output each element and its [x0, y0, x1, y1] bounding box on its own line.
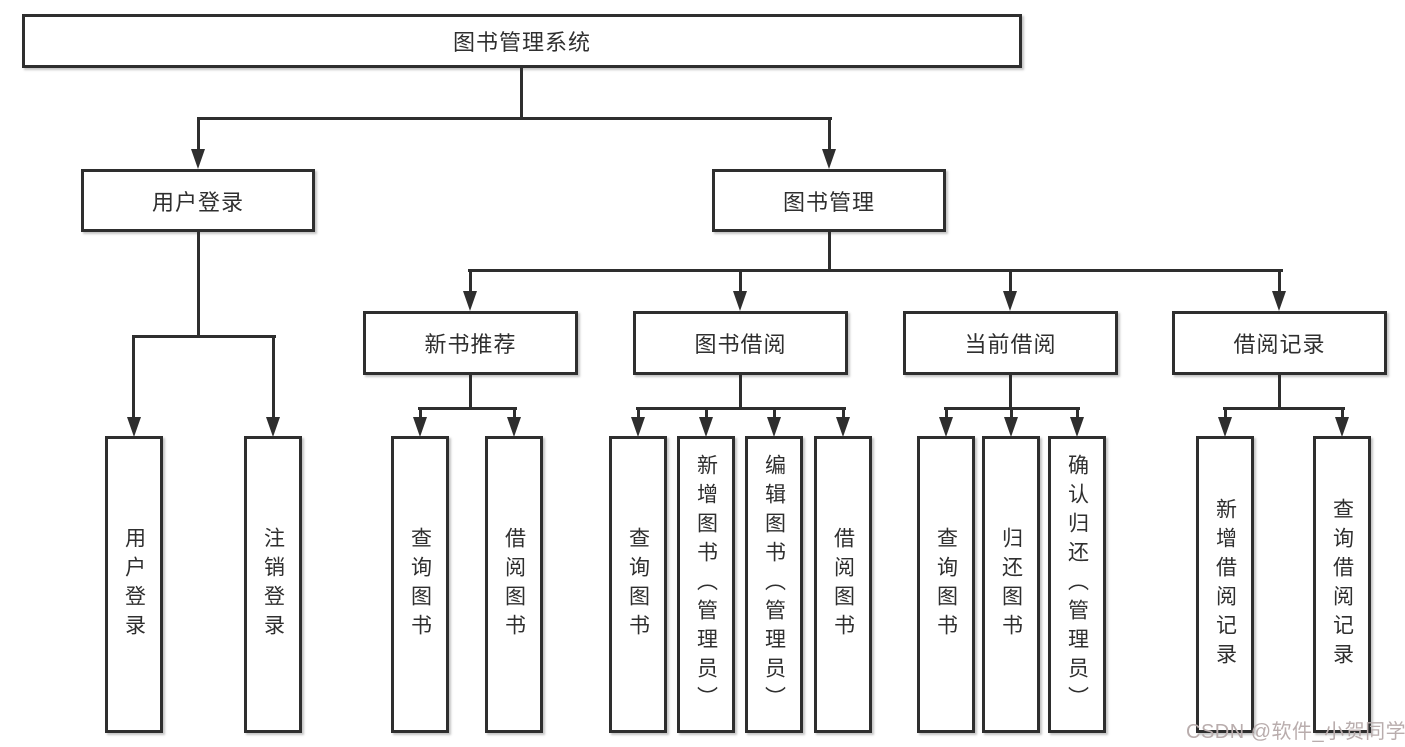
connector-vline [945, 407, 948, 419]
leaf-query-borrow-record: 查询借阅记录 [1313, 436, 1371, 733]
node-book-borrow: 图书借阅 [633, 311, 848, 375]
connector-hline [1223, 407, 1345, 410]
leaf-borrow-query-books-label: 查询图书 [626, 526, 650, 643]
arrow-down-icon [822, 149, 836, 169]
connector-hline [418, 407, 517, 410]
leaf-add-books-admin-label: 新增图书（管理员） [694, 454, 718, 715]
connector-hline [132, 335, 276, 338]
node-current-borrow-label: 当前借阅 [964, 332, 1057, 357]
node-new-book-recommend-label: 新书推荐 [424, 332, 517, 357]
node-current-borrow: 当前借阅 [903, 311, 1118, 375]
leaf-borrow-borrow-books-label: 借阅图书 [831, 526, 855, 643]
leaf-logout-label: 注销登录 [261, 526, 285, 643]
leaf-recommend-query-books-label: 查询图书 [408, 526, 432, 643]
leaf-add-borrow-record: 新增借阅记录 [1196, 436, 1254, 733]
arrow-down-icon [631, 417, 645, 437]
connector-vline [842, 407, 845, 419]
leaf-current-query-books-label: 查询图书 [934, 526, 958, 643]
connector-vline [513, 407, 516, 419]
arrow-down-icon [733, 291, 747, 311]
leaf-add-borrow-record-label: 新增借阅记录 [1213, 497, 1237, 672]
connector-vline [739, 375, 742, 410]
watermark: CSDN @软件_小贺同学 [1186, 721, 1405, 743]
connector-vline [1010, 407, 1013, 419]
leaf-current-query-books: 查询图书 [917, 436, 975, 733]
connector-vline [637, 407, 640, 419]
connector-vline [197, 117, 200, 149]
leaf-logout: 注销登录 [244, 436, 302, 733]
connector-vline [1224, 407, 1227, 419]
leaf-user-login: 用户登录 [105, 436, 163, 733]
connector-vline [705, 407, 708, 419]
connector-vline [1009, 269, 1012, 293]
leaf-user-login-label: 用户登录 [122, 526, 146, 643]
arrow-down-icon [699, 417, 713, 437]
leaf-add-books-admin: 新增图书（管理员） [677, 436, 735, 733]
arrow-down-icon [767, 417, 781, 437]
leaf-borrow-borrow-books: 借阅图书 [814, 436, 872, 733]
connector-vline [739, 269, 742, 293]
arrow-down-icon [1004, 417, 1018, 437]
node-user-login: 用户登录 [81, 169, 315, 232]
leaf-confirm-return-admin: 确认归还（管理员） [1048, 436, 1106, 733]
connector-vline [132, 335, 135, 420]
connector-vline [1278, 375, 1281, 410]
node-root-label: 图书管理系统 [452, 30, 591, 55]
arrow-down-icon [507, 417, 521, 437]
arrow-down-icon [127, 417, 141, 437]
arrow-down-icon [463, 291, 477, 311]
leaf-recommend-borrow-books-label: 借阅图书 [502, 526, 526, 643]
node-user-login-label: 用户登录 [151, 189, 244, 215]
connector-hline [197, 117, 832, 120]
connector-vline [1278, 269, 1281, 293]
arrow-down-icon [1003, 291, 1017, 311]
leaf-return-books-label: 归还图书 [999, 526, 1023, 643]
connector-hline [468, 269, 1283, 272]
leaf-edit-books-admin: 编辑图书（管理员） [745, 436, 803, 733]
connector-vline [1341, 407, 1344, 419]
arrow-down-icon [266, 417, 280, 437]
connector-vline [419, 407, 422, 419]
connector-vline [1009, 375, 1012, 410]
node-borrow-records-label: 借阅记录 [1233, 332, 1326, 357]
connector-vline [1076, 407, 1079, 419]
leaf-query-borrow-record-label: 查询借阅记录 [1330, 497, 1354, 672]
node-new-book-recommend: 新书推荐 [363, 311, 578, 375]
node-book-borrow-label: 图书借阅 [694, 332, 787, 357]
arrow-down-icon [939, 417, 953, 437]
leaf-recommend-query-books: 查询图书 [391, 436, 449, 733]
connector-vline [469, 375, 472, 410]
node-book-management-label: 图书管理 [782, 189, 875, 215]
leaf-return-books: 归还图书 [982, 436, 1040, 733]
node-root: 图书管理系统 [22, 14, 1022, 68]
connector-vline [773, 407, 776, 419]
arrow-down-icon [1335, 417, 1349, 437]
arrow-down-icon [413, 417, 427, 437]
leaf-edit-books-admin-label: 编辑图书（管理员） [762, 454, 786, 715]
connector-vline [828, 117, 831, 149]
arrow-down-icon [1218, 417, 1232, 437]
connector-vline [197, 232, 200, 338]
arrow-down-icon [1272, 291, 1286, 311]
node-borrow-records: 借阅记录 [1172, 311, 1387, 375]
arrow-down-icon [1070, 417, 1084, 437]
connector-vline [469, 269, 472, 293]
connector-vline [272, 335, 275, 420]
connector-hline [636, 407, 846, 410]
arrow-down-icon [836, 417, 850, 437]
connector-vline [828, 232, 831, 272]
arrow-down-icon [191, 149, 205, 169]
node-book-management: 图书管理 [712, 169, 946, 232]
leaf-borrow-query-books: 查询图书 [609, 436, 667, 733]
leaf-confirm-return-admin-label: 确认归还（管理员） [1065, 454, 1089, 715]
connector-vline [520, 68, 523, 118]
leaf-recommend-borrow-books: 借阅图书 [485, 436, 543, 733]
